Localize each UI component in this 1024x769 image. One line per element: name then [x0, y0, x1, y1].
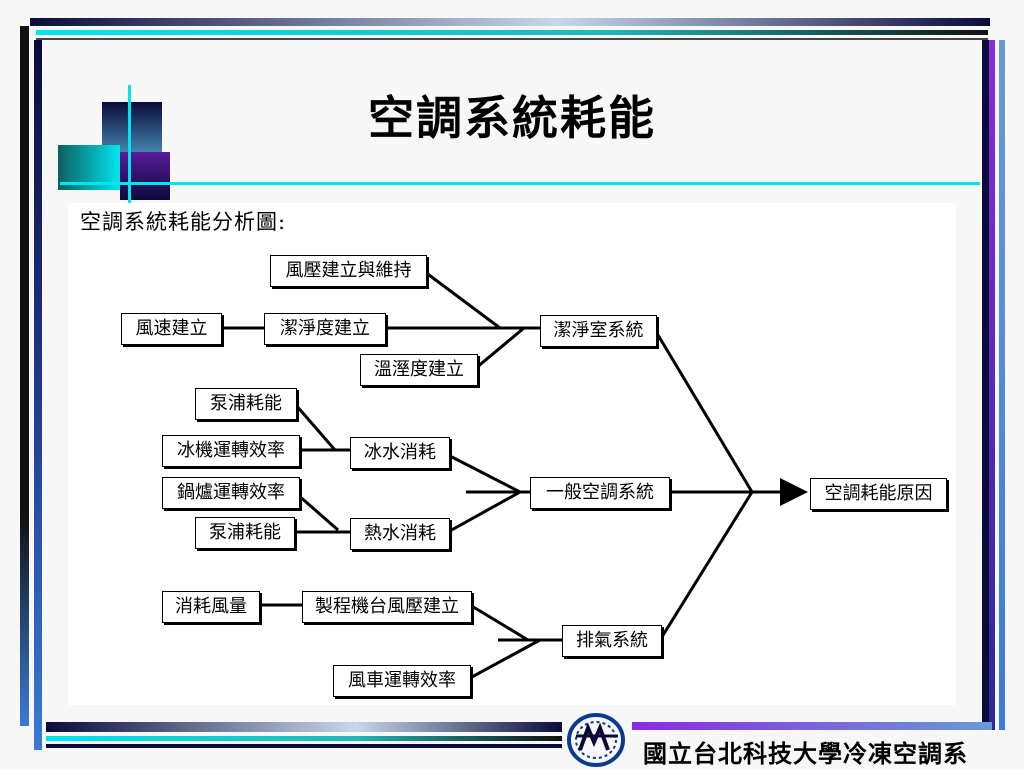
title-underline [60, 182, 980, 185]
top-cyan-bar [36, 30, 988, 35]
left-black-stripe [20, 26, 29, 726]
node-fan-eff: 風車運轉效率 [333, 665, 471, 697]
right-purple-stripe [989, 40, 995, 730]
node-general-ac: 一般空調系統 [530, 477, 670, 509]
footer-gradient-bar [46, 722, 562, 732]
node-cleanroom: 潔淨室系統 [540, 315, 657, 347]
footer-right-bar [632, 722, 992, 730]
node-wind-pressure: 風壓建立與維持 [270, 255, 427, 287]
connector-temp-humidity [475, 326, 525, 370]
right-blue-stripe [999, 40, 1005, 730]
node-hot-water: 熱水消耗 [350, 518, 450, 550]
node-cleanliness: 潔淨度建立 [264, 313, 386, 345]
node-chiller-eff: 冰機運轉效率 [162, 435, 300, 467]
node-boiler-eff: 鍋爐運轉效率 [162, 477, 300, 509]
node-exhaust: 排氣系統 [562, 625, 662, 657]
connector-hot-water [447, 490, 521, 534]
connector-cleanroom-root [653, 329, 754, 493]
connector-chilled-water [447, 453, 521, 494]
top-thin-line [36, 38, 988, 40]
ntut-logo-icon [567, 713, 625, 767]
left-blue-stripe [34, 40, 42, 750]
node-process-pressure: 製程機台風壓建立 [302, 591, 472, 623]
diagram-caption: 空調系統耗能分析圖: [80, 210, 287, 234]
node-chilled-water: 冰水消耗 [350, 437, 450, 469]
footer-cyan-bar [46, 736, 562, 741]
top-gradient-bar [30, 18, 990, 26]
footer-institution: 國立台北科技大學冷凍空調系 [643, 739, 968, 768]
right-black-stripe [982, 40, 989, 730]
deco-vertical-line [128, 85, 131, 205]
arrowhead-root [780, 478, 808, 506]
node-root-cause: 空調耗能原因 [810, 478, 947, 510]
node-temp-humidity: 溫溼度建立 [360, 354, 478, 386]
connector-boiler [297, 493, 339, 532]
node-wind-speed: 風速建立 [121, 313, 222, 345]
connector-process-pressure [469, 603, 529, 642]
node-pump-1: 泵浦耗能 [195, 388, 297, 420]
connector-fan [469, 638, 541, 680]
connector-pump-1 [293, 403, 337, 451]
node-pump-2: 泵浦耗能 [195, 517, 295, 549]
slide-title: 空調系統耗能 [368, 91, 656, 145]
node-air-consumption: 消耗風量 [162, 591, 260, 623]
footer-thin-line [46, 744, 562, 748]
connector-wind-pressure [424, 270, 501, 330]
connector-exhaust-root [658, 491, 754, 641]
